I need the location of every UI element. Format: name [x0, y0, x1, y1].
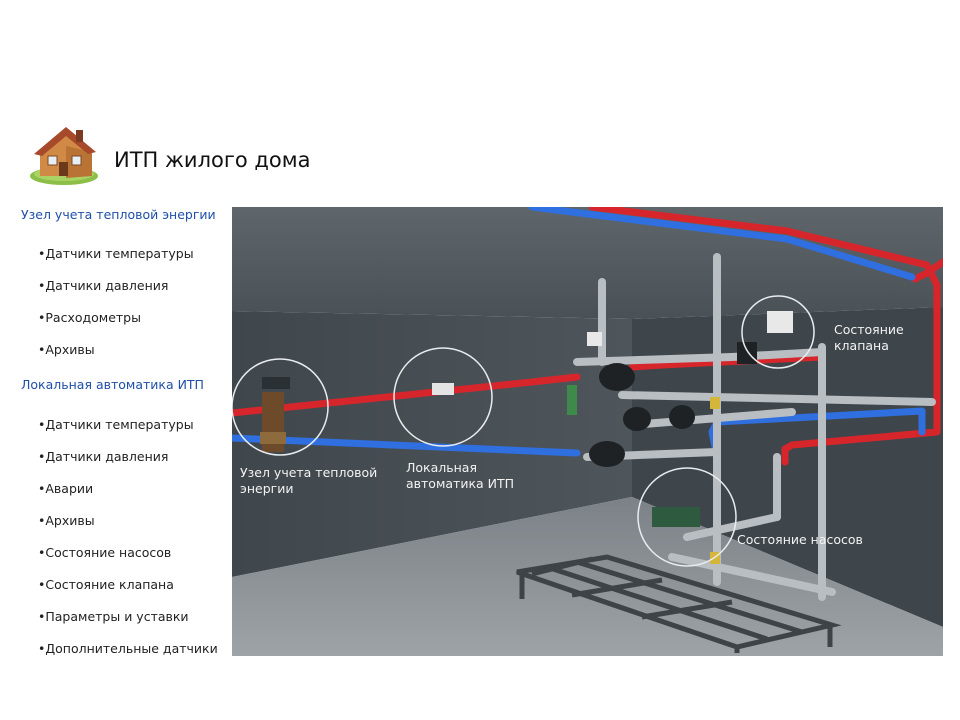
list-item: •Параметры и уставки	[38, 609, 189, 624]
label-valve-state-line1: Состояние	[834, 322, 904, 337]
itp-room-illustration: Узел учета тепловой энергии Локальная ав…	[232, 207, 943, 656]
label-valve-state-line2: клапана	[834, 338, 889, 353]
list-item: •Архивы	[38, 513, 95, 528]
list-item: •Расходометры	[38, 310, 141, 325]
floor-frame	[516, 554, 842, 653]
section-heading-local-automation: Локальная автоматика ИТП	[21, 377, 204, 392]
grey-pipework	[573, 253, 936, 601]
label-heat-meter-line2: энергии	[240, 481, 293, 496]
section-heading-heat-meter: Узел учета тепловой энергии	[21, 207, 216, 222]
heat-meter-list: •Датчики температуры •Датчики давления •…	[38, 246, 194, 374]
ceiling	[232, 207, 943, 319]
highlight-circles	[232, 295, 815, 567]
list-item: •Состояние клапана	[38, 577, 174, 592]
list-item: •Датчики температуры	[38, 246, 194, 261]
label-local-automation-line1: Локальная	[406, 460, 477, 475]
list-item: •Датчики температуры	[38, 417, 194, 432]
label-local-automation-line2: автоматика ИТП	[406, 476, 514, 491]
list-item: •Датчики давления	[38, 449, 169, 464]
page-title: ИТП жилого дома	[114, 148, 311, 172]
list-item: •Дополнительные датчики	[38, 641, 218, 656]
local-automation-list: •Датчики температуры •Датчики давления •…	[38, 417, 218, 673]
label-pump-state: Состояние насосов	[737, 532, 863, 547]
supply-pipe	[232, 207, 943, 466]
house-icon	[30, 127, 98, 185]
list-item: •Датчики давления	[38, 278, 169, 293]
list-item: •Архивы	[38, 342, 95, 357]
side-wall	[632, 307, 943, 627]
list-item: •Аварии	[38, 481, 94, 496]
floor	[232, 497, 943, 656]
equipment	[260, 311, 793, 564]
label-heat-meter-line1: Узел учета тепловой	[240, 465, 377, 480]
list-item: •Состояние насосов	[38, 545, 172, 560]
